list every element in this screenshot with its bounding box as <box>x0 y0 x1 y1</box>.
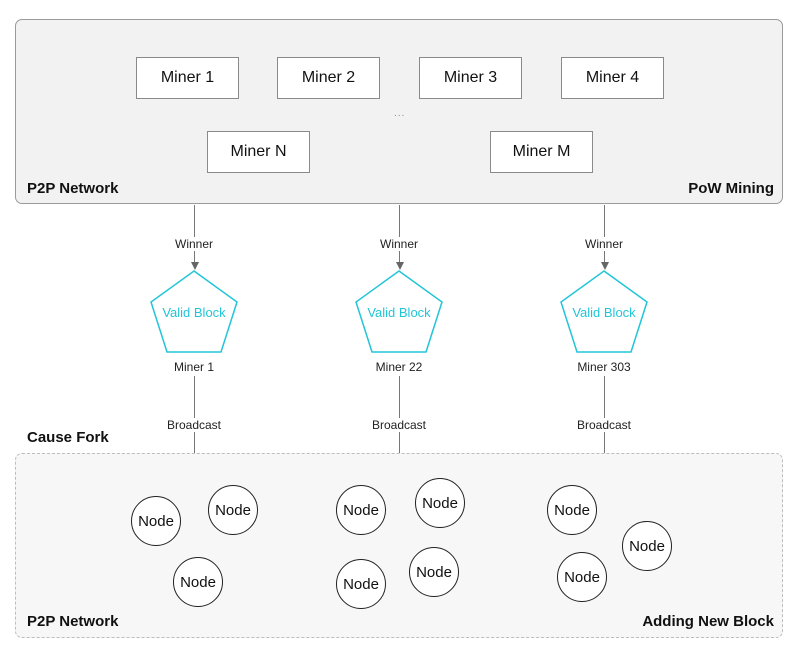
connector-line <box>604 205 605 263</box>
valid-block-pentagon-1 <box>150 270 238 353</box>
network-node: Node <box>622 521 672 571</box>
broadcast-label-1: Broadcast <box>164 418 224 432</box>
pow-mining-panel <box>15 19 783 204</box>
top-panel-right-label: PoW Mining <box>688 180 774 197</box>
winner-label-1: Winner <box>172 237 216 251</box>
arrowhead <box>190 262 199 270</box>
network-node: Node <box>547 485 597 535</box>
network-node: Node <box>557 552 607 602</box>
network-node: Node <box>415 478 465 528</box>
cause-fork-label: Cause Fork <box>27 429 109 446</box>
connector-line <box>194 376 195 458</box>
connector-line <box>604 376 605 458</box>
miner-box-3: Miner 3 <box>419 57 522 99</box>
valid-block-label-3: Valid Block <box>572 305 636 320</box>
valid-block-label-1: Valid Block <box>162 305 226 320</box>
block-miner-label-1: Miner 1 <box>171 360 217 374</box>
broadcast-label-3: Broadcast <box>574 418 634 432</box>
block-miner-label-2: Miner 22 <box>373 360 425 374</box>
network-node: Node <box>131 496 181 546</box>
connector-line <box>194 205 195 263</box>
network-node: Node <box>336 485 386 535</box>
bottom-panel-right-label: Adding New Block <box>642 613 774 630</box>
winner-label-3: Winner <box>582 237 626 251</box>
miners-ellipsis: ... <box>394 108 406 119</box>
network-node: Node <box>208 485 258 535</box>
valid-block-pentagon-2 <box>355 270 443 353</box>
top-panel-left-label: P2P Network <box>27 180 119 197</box>
connector-line <box>399 205 400 263</box>
arrowhead <box>600 262 609 270</box>
valid-block-label-2: Valid Block <box>367 305 431 320</box>
network-node: Node <box>173 557 223 607</box>
broadcast-label-2: Broadcast <box>369 418 429 432</box>
bottom-panel-left-label: P2P Network <box>27 613 119 630</box>
network-node: Node <box>336 559 386 609</box>
miner-box-1: Miner 1 <box>136 57 239 99</box>
valid-block-pentagon-3 <box>560 270 648 353</box>
miner-box-n: Miner N <box>207 131 310 173</box>
miner-box-4: Miner 4 <box>561 57 664 99</box>
network-node: Node <box>409 547 459 597</box>
miner-box-m: Miner M <box>490 131 593 173</box>
miner-box-2: Miner 2 <box>277 57 380 99</box>
block-miner-label-3: Miner 303 <box>575 360 633 374</box>
winner-label-2: Winner <box>377 237 421 251</box>
arrowhead <box>395 262 404 270</box>
